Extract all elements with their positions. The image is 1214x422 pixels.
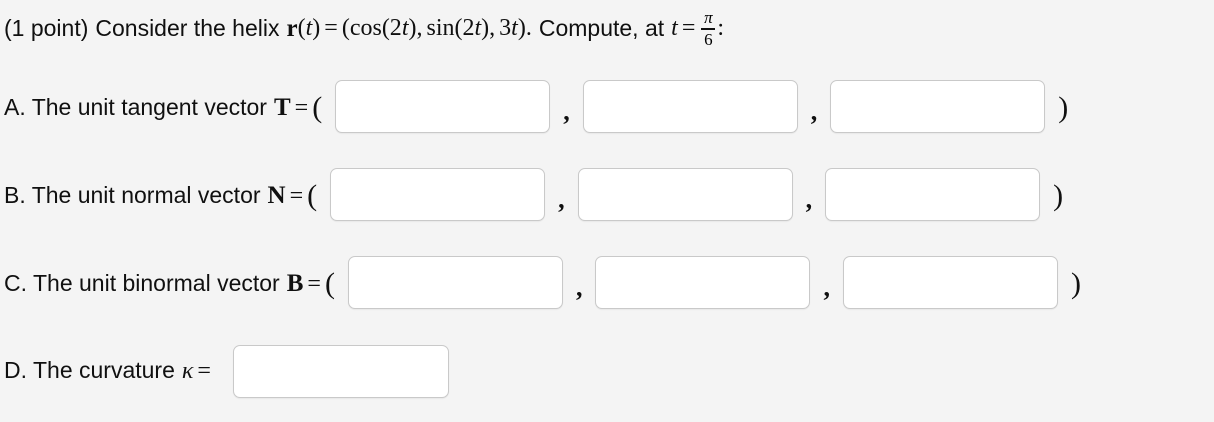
tangent-y-input[interactable] — [582, 79, 798, 133]
question-c-equals: = — [307, 271, 321, 297]
paren-close-rt: ) — [312, 15, 321, 41]
curvature-kappa-symbol: κ — [181, 358, 194, 384]
normal-vector-symbol: N — [267, 182, 286, 209]
tuple-close-paren: ) — [517, 15, 526, 41]
points-label: (1 point) — [4, 14, 89, 41]
question-d-equals: = — [197, 358, 211, 384]
question-c-comma-2: , — [823, 273, 830, 302]
third-component-variable: t — [511, 15, 518, 41]
question-row-d: D. The curvature κ = — [4, 344, 449, 398]
tangent-z-input[interactable] — [830, 79, 1046, 133]
curvature-input[interactable] — [232, 344, 449, 398]
question-a-close-paren: ) — [1058, 91, 1069, 124]
question-d-label: D. The curvature κ = — [4, 357, 211, 384]
tangent-x-input[interactable] — [335, 79, 551, 133]
sine-arg-variable: t — [474, 15, 482, 41]
question-b-label: B. The unit normal vector N = ( — [4, 179, 318, 212]
question-row-c: C. The unit binormal vector B = ( , , ) — [4, 255, 1081, 309]
normal-x-input[interactable] — [330, 167, 546, 221]
paren-open-rt: ( — [297, 15, 306, 41]
sine-arg-open: (2 — [454, 15, 475, 41]
normal-y-input[interactable] — [577, 167, 793, 221]
pi-over-six-fraction: π 6 — [701, 8, 716, 49]
question-b-open-paren: ( — [307, 179, 318, 212]
evaluation-variable-t: t — [671, 15, 678, 41]
third-component-coefficient: 3 — [499, 15, 512, 41]
question-a-equals: = — [294, 95, 309, 121]
equals-sign-evaluation: = — [681, 15, 696, 41]
question-b-equals: = — [289, 183, 304, 209]
question-b-comma-1: , — [558, 185, 565, 214]
question-c-label: C. The unit binormal vector B = ( — [4, 267, 335, 300]
question-c-comma-1: , — [575, 273, 583, 302]
binormal-x-input[interactable] — [347, 255, 563, 309]
fraction-bar — [701, 28, 716, 30]
tangent-vector-symbol: T — [273, 94, 291, 121]
question-row-b: B. The unit normal vector N = ( , , ) — [4, 167, 1063, 221]
sentence-period: . — [525, 15, 532, 41]
question-c-prefix: C. The unit binormal vector — [4, 270, 280, 296]
equals-sign-definition: = — [324, 15, 338, 41]
tuple-comma-1: , — [416, 15, 423, 41]
problem-statement: (1 point) Consider the helix r ( t ) = (… — [4, 9, 725, 48]
problem-lead-text: Consider the helix — [95, 14, 280, 41]
fraction-denominator-six: 6 — [704, 29, 713, 49]
binormal-y-input[interactable] — [595, 255, 811, 309]
sine-arg-close: ) — [481, 15, 490, 41]
question-a-comma-1: , — [563, 97, 570, 126]
compute-instruction-text: Compute, at — [538, 14, 665, 41]
variable-t-rt: t — [305, 15, 313, 41]
question-a-label: A. The unit tangent vector T = ( — [4, 91, 323, 124]
tuple-comma-2: , — [489, 15, 496, 41]
cosine-arg-variable: t — [401, 15, 409, 41]
vector-r-symbol: r — [286, 14, 298, 42]
cosine-arg-open: (2 — [381, 15, 402, 41]
sine-operator: sin — [426, 15, 455, 41]
question-b-prefix: B. The unit normal vector — [4, 182, 261, 208]
normal-z-input[interactable] — [825, 167, 1041, 221]
question-b-comma-2: , — [805, 185, 813, 214]
fraction-numerator-pi: π — [704, 8, 713, 28]
question-c-close-paren: ) — [1070, 267, 1081, 300]
cosine-operator: cos — [349, 15, 382, 41]
binormal-vector-symbol: B — [286, 270, 304, 297]
question-a-comma-2: , — [810, 97, 818, 126]
question-c-open-paren: ( — [324, 267, 335, 300]
trailing-colon: : — [717, 15, 725, 41]
question-d-prefix: D. The curvature — [4, 357, 175, 383]
binormal-z-input[interactable] — [842, 255, 1058, 309]
question-a-prefix: A. The unit tangent vector — [4, 94, 267, 120]
tuple-open-paren: ( — [341, 15, 350, 41]
question-a-open-paren: ( — [312, 91, 323, 124]
cosine-arg-close: ) — [408, 15, 417, 41]
question-row-a: A. The unit tangent vector T = ( , , ) — [4, 79, 1068, 133]
question-b-close-paren: ) — [1053, 179, 1064, 212]
